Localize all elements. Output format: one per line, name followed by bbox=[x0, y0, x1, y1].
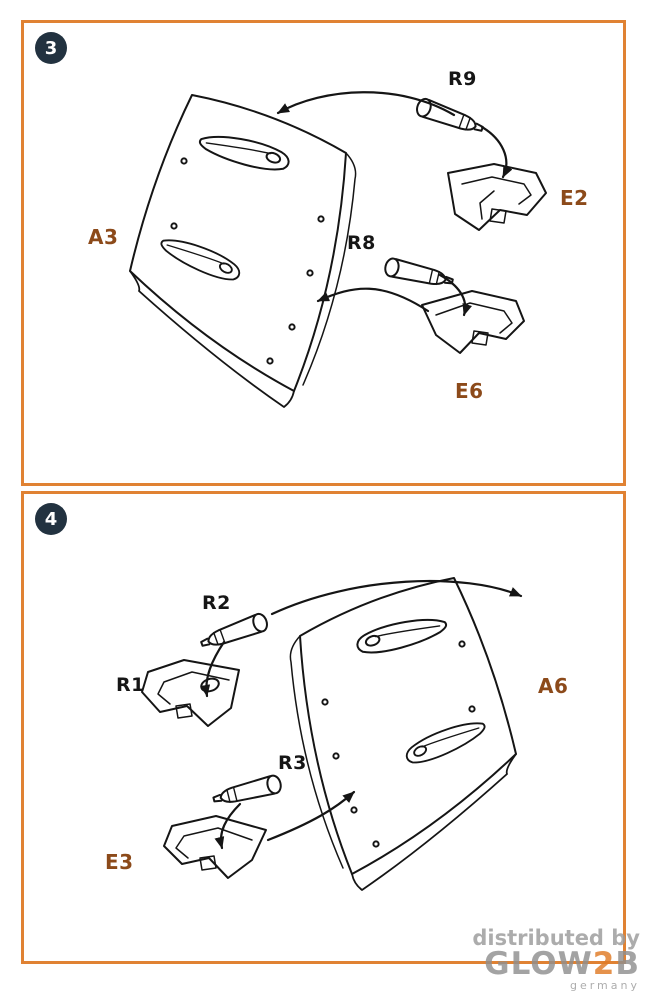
arrow-r9-to-e2 bbox=[480, 125, 513, 179]
panel-a6-drawing bbox=[289, 577, 517, 891]
part-e6-drawing bbox=[421, 290, 525, 354]
label-main-part: A3 bbox=[88, 225, 119, 249]
part-r8-drawing bbox=[384, 257, 454, 286]
label-bottom-pin: R8 bbox=[347, 232, 376, 254]
part-e3-drawing bbox=[163, 815, 267, 879]
watermark-brand-logo: GLOW2B bbox=[472, 945, 640, 982]
rivet-dot bbox=[266, 357, 274, 365]
rivet-dot bbox=[350, 806, 358, 814]
label-main-part: A6 bbox=[538, 674, 569, 698]
assembly-arrows-step-3 bbox=[276, 91, 513, 317]
assembly-drawing-step-3 bbox=[129, 91, 547, 408]
watermark-country: germany bbox=[569, 978, 640, 992]
label-top-bracket: E2 bbox=[560, 186, 589, 210]
louver-slot-lower bbox=[405, 722, 486, 764]
part-r3-drawing bbox=[212, 774, 282, 803]
label-bottom-bracket: E6 bbox=[455, 379, 484, 403]
watermark-brand-post: B bbox=[615, 945, 640, 982]
louver-slot-upper bbox=[198, 136, 290, 171]
part-r2-drawing bbox=[200, 612, 268, 647]
step-4-number-badge: 4 bbox=[35, 503, 67, 535]
arrow-r8-to-e6 bbox=[438, 273, 473, 317]
rivet-dot bbox=[170, 222, 178, 230]
watermark-distributed-by: distributed by bbox=[472, 925, 640, 950]
step-3-number-badge: 3 bbox=[35, 32, 67, 64]
label-top-pin: R2 bbox=[202, 592, 231, 614]
rivet-dot bbox=[317, 215, 325, 223]
part-r9-drawing bbox=[416, 97, 484, 132]
rivet-dot bbox=[468, 705, 476, 713]
louver-slot-lower bbox=[160, 239, 241, 281]
arrow-r2-to-r1 bbox=[200, 640, 226, 698]
assembly-arrows-step-4 bbox=[200, 579, 523, 850]
assembly-drawing-step-4 bbox=[141, 577, 523, 891]
louver-slot-upper bbox=[356, 619, 448, 654]
rivet-dot bbox=[458, 640, 466, 648]
arrow-to-panel-bottom bbox=[266, 790, 356, 842]
step-4-box: 4 bbox=[21, 491, 626, 964]
label-bottom-pin: R3 bbox=[278, 752, 307, 774]
arrow-to-panel-bottom bbox=[316, 287, 430, 313]
arrow-to-panel-top bbox=[270, 579, 523, 616]
panel-a3-drawing bbox=[129, 94, 357, 408]
rivet-dot bbox=[372, 840, 380, 848]
rivet-dot bbox=[306, 269, 314, 277]
part-e2-drawing bbox=[447, 163, 547, 231]
rivet-dot bbox=[332, 752, 340, 760]
watermark-brand-pre: GLOW bbox=[484, 945, 593, 982]
arrow-to-panel-top bbox=[276, 91, 456, 117]
watermark: distributed by GLOW2B germany bbox=[472, 927, 640, 992]
arrow-r3-to-e3 bbox=[214, 802, 242, 850]
part-r1-drawing bbox=[141, 659, 240, 727]
rivet-dot bbox=[288, 323, 296, 331]
watermark-brand-accent: 2 bbox=[592, 945, 616, 982]
label-bottom-bracket: E3 bbox=[105, 850, 134, 874]
step-3-box: 3 bbox=[21, 20, 626, 486]
label-top-pin: R9 bbox=[448, 68, 477, 90]
rivet-dot bbox=[180, 157, 188, 165]
rivet-dot bbox=[321, 698, 329, 706]
label-top-bracket: R1 bbox=[116, 674, 145, 696]
